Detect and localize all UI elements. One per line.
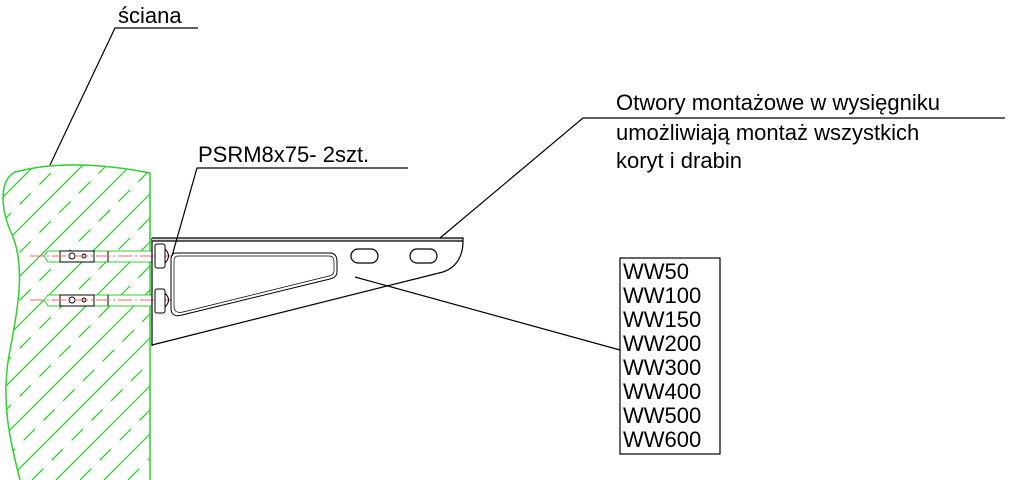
nut <box>154 288 166 314</box>
hatch-line <box>127 437 151 480</box>
wall-label: ściana <box>118 3 182 28</box>
anchor-label: PSRM8x75- 2szt. <box>198 142 369 167</box>
anchor-bolts <box>30 243 172 314</box>
holes-note-line1: Otwory montażowe w wysięgniku <box>616 90 940 115</box>
tray-size-box: WW50 WW100 WW150 WW200 WW300 WW400 WW500… <box>619 257 721 455</box>
hatch-line <box>55 365 151 480</box>
mounting-slot <box>350 248 379 264</box>
holes-note-line2: umożliwiają montaż wszystkich <box>616 120 919 145</box>
tray-size: WW200 <box>623 331 701 356</box>
hatch-line <box>3 245 151 437</box>
anchor-bolt-bottom <box>30 288 172 314</box>
hatch-line <box>152 462 170 480</box>
tray-size: WW50 <box>623 259 689 284</box>
wall-outline <box>2 164 151 480</box>
hatch-line <box>3 164 137 317</box>
tray-size: WW600 <box>623 427 701 452</box>
anchor-bolt-top <box>30 243 172 269</box>
hatch-line <box>3 164 65 245</box>
tray-size: WW150 <box>623 307 701 332</box>
hatch-line <box>3 164 113 293</box>
tray-size: WW400 <box>623 379 701 404</box>
tray-size: WW100 <box>623 283 701 308</box>
hatch-line <box>3 293 151 480</box>
holes-note-line3: koryt i drabin <box>616 148 742 173</box>
wall-hatching <box>3 164 170 480</box>
nut <box>154 243 166 269</box>
hatch-line <box>7 317 151 480</box>
hatch-line <box>79 389 151 480</box>
leader-lines <box>49 27 1005 351</box>
hatch-line <box>103 413 151 480</box>
cantilever-bracket <box>151 237 464 346</box>
mounting-slot <box>409 248 438 264</box>
bracket-cutout <box>170 252 338 317</box>
hatch-line <box>3 164 89 269</box>
hatch-line <box>31 341 151 480</box>
tray-size: WW500 <box>623 403 701 428</box>
hatch-line <box>3 164 41 221</box>
wall-section <box>2 164 170 480</box>
tray-size: WW300 <box>623 355 701 380</box>
hatch-line <box>3 164 151 341</box>
hatch-line <box>3 197 151 389</box>
hatch-line <box>3 173 151 365</box>
